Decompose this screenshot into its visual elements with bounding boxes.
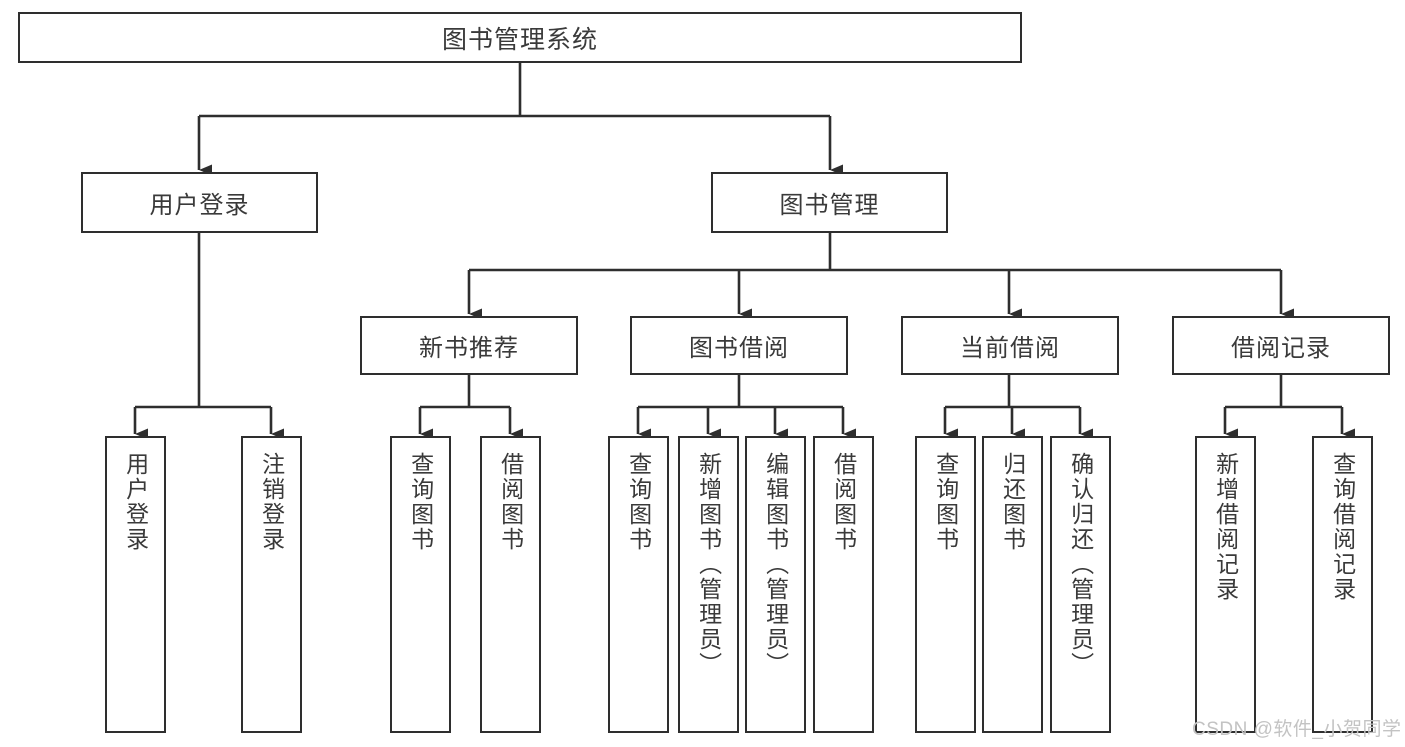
node-label: 借阅图书 xyxy=(830,452,857,552)
node-leaf-query-book-1[interactable]: 查询图书 xyxy=(390,436,451,733)
node-label: 查询图书 xyxy=(407,452,434,552)
node-book-borrow[interactable]: 图书借阅 xyxy=(630,316,848,375)
node-current-borrow[interactable]: 当前借阅 xyxy=(901,316,1119,375)
node-label: 当前借阅 xyxy=(960,335,1060,362)
node-leaf-query-book-2[interactable]: 查询图书 xyxy=(608,436,669,733)
node-leaf-borrow-book-2[interactable]: 借阅图书 xyxy=(813,436,874,733)
node-label: 编辑图书（管理员） xyxy=(762,452,789,677)
node-label: 确认归还（管理员） xyxy=(1067,452,1094,677)
node-leaf-return-book[interactable]: 归还图书 xyxy=(982,436,1043,733)
node-leaf-user-logout[interactable]: 注销登录 xyxy=(241,436,302,733)
node-leaf-add-record[interactable]: 新增借阅记录 xyxy=(1195,436,1256,733)
csdn-watermark: CSDN @软件_小贺同学 xyxy=(1192,719,1402,740)
node-label: 新书推荐 xyxy=(419,335,519,362)
node-leaf-query-book-3[interactable]: 查询图书 xyxy=(915,436,976,733)
node-root-system[interactable]: 图书管理系统 xyxy=(18,12,1022,63)
node-label: 新增图书（管理员） xyxy=(695,452,722,677)
node-label: 查询图书 xyxy=(932,452,959,552)
node-book-manage[interactable]: 图书管理 xyxy=(711,172,948,233)
node-label: 用户登录 xyxy=(149,192,250,219)
node-label: 图书管理 xyxy=(779,192,880,219)
node-label: 图书借阅 xyxy=(689,335,789,362)
node-leaf-confirm-return[interactable]: 确认归还（管理员） xyxy=(1050,436,1111,733)
node-label: 查询借阅记录 xyxy=(1329,452,1356,602)
node-borrow-record[interactable]: 借阅记录 xyxy=(1172,316,1390,375)
node-label: 新增借阅记录 xyxy=(1212,452,1239,602)
node-leaf-user-login[interactable]: 用户登录 xyxy=(105,436,166,733)
node-leaf-query-record[interactable]: 查询借阅记录 xyxy=(1312,436,1373,733)
node-user-login[interactable]: 用户登录 xyxy=(81,172,318,233)
node-label: 图书管理系统 xyxy=(441,25,598,54)
node-leaf-borrow-book-1[interactable]: 借阅图书 xyxy=(480,436,541,733)
node-label: 归还图书 xyxy=(999,452,1026,552)
node-label: 查询图书 xyxy=(625,452,652,552)
node-label: 用户登录 xyxy=(122,452,149,552)
node-leaf-edit-book[interactable]: 编辑图书（管理员） xyxy=(745,436,806,733)
node-label: 借阅记录 xyxy=(1231,335,1331,362)
node-leaf-add-book[interactable]: 新增图书（管理员） xyxy=(678,436,739,733)
node-label: 注销登录 xyxy=(258,452,285,552)
node-new-book-rec[interactable]: 新书推荐 xyxy=(360,316,578,375)
node-label: 借阅图书 xyxy=(497,452,524,552)
